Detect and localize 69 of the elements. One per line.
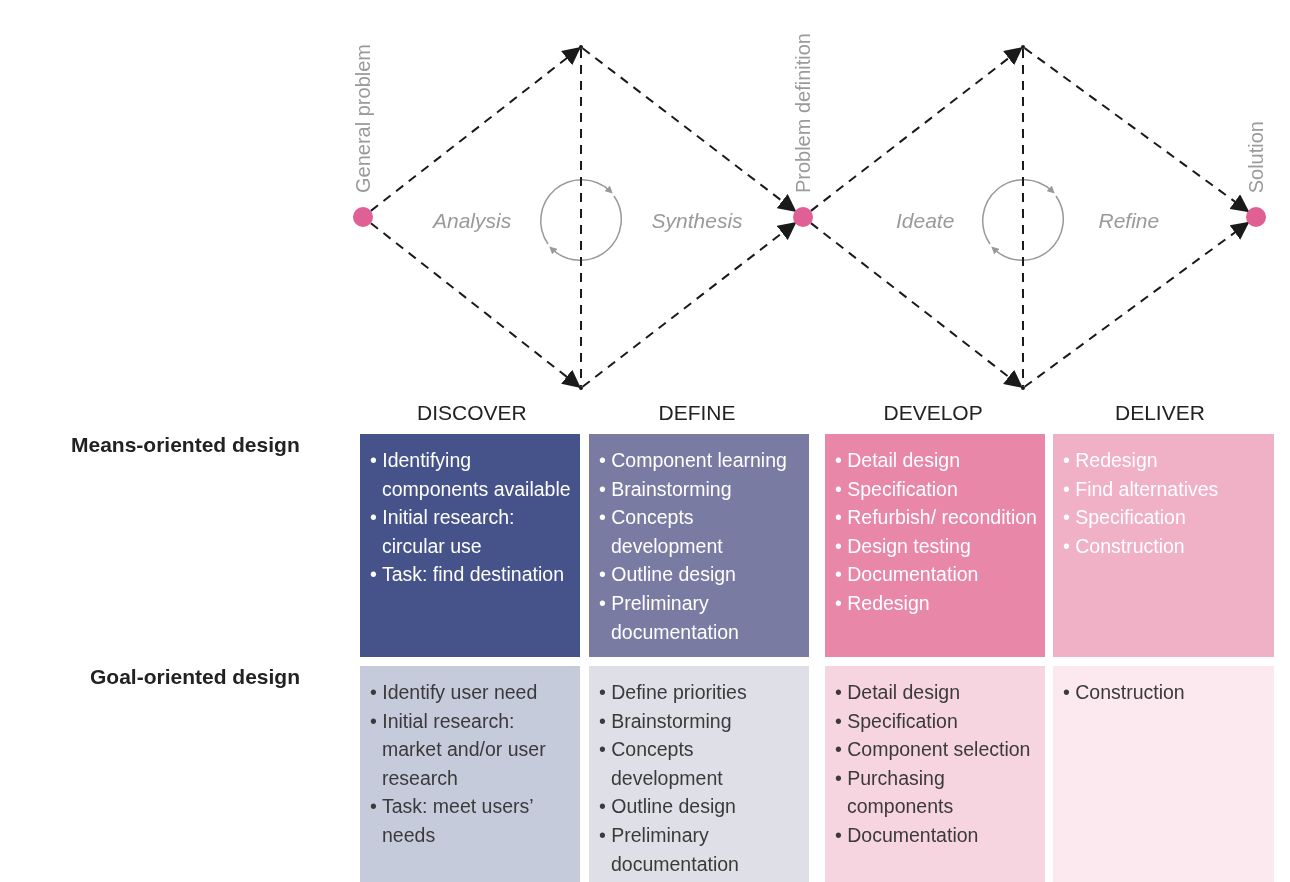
activity-panel xyxy=(360,666,580,882)
list-item: • Outline design xyxy=(599,562,737,588)
activity-panel xyxy=(825,666,1045,882)
stage-label: Solution xyxy=(1244,121,1268,194)
connector-line xyxy=(1022,48,1024,387)
list-item: • Concepts development xyxy=(599,505,724,559)
phase-label: Refine xyxy=(1098,209,1160,233)
phase-label: Synthesis xyxy=(651,209,743,233)
list-item: • Identifying components available xyxy=(370,448,572,502)
arrow xyxy=(581,47,797,212)
arrow xyxy=(369,47,581,212)
list-item: • Identify user need xyxy=(370,680,539,705)
stage-label: General problem xyxy=(351,44,375,193)
dot-marker xyxy=(353,207,373,227)
list-item: • Define priorities xyxy=(599,680,748,705)
connector-line xyxy=(580,48,582,387)
column-header: DISCOVER xyxy=(417,401,527,425)
dot-marker xyxy=(1246,207,1266,227)
column-header: DELIVER xyxy=(1115,401,1205,425)
list-item: • Design testing xyxy=(835,533,972,559)
list-item: • Construction xyxy=(1063,533,1186,559)
list-item: • Construction xyxy=(1063,680,1186,705)
list-item: • Initial research: market and/or user research xyxy=(370,708,547,791)
activity-panel xyxy=(1053,434,1274,657)
list-item: • Component selection xyxy=(835,737,1032,763)
list-item: • Preliminary documentation xyxy=(599,590,740,645)
list-item: • Documentation xyxy=(835,822,980,848)
junction-point xyxy=(579,386,583,390)
column-header: DEVELOP xyxy=(883,401,983,425)
list-item: • Task: find destination xyxy=(370,562,565,588)
list-item: • Specification xyxy=(1063,505,1187,531)
arrow xyxy=(581,222,797,388)
list-item: • Detail design xyxy=(835,448,961,473)
list-item: • Brainstorming xyxy=(599,476,733,502)
list-item: • Find alternatives xyxy=(1063,476,1220,502)
list-item: • Concepts development xyxy=(599,737,724,791)
phase-label: Analysis xyxy=(433,209,512,233)
list-item: • Refurbish/ recondition xyxy=(835,505,1038,531)
junction-point xyxy=(1021,386,1025,390)
activity-panel xyxy=(360,434,580,657)
list-item: • Detail design xyxy=(835,680,961,705)
activity-panel xyxy=(825,434,1045,657)
list-item: • Component learning xyxy=(599,448,788,473)
stage-label: Problem definition xyxy=(791,33,815,194)
row-header: Goal-oriented design xyxy=(90,665,301,689)
dot-marker xyxy=(793,207,813,227)
list-item: • Redesign xyxy=(835,590,931,616)
list-item: • Specification xyxy=(835,476,959,502)
list-item: • Task: meet users’ needs xyxy=(370,794,534,848)
phase-label: Ideate xyxy=(896,209,955,233)
arrow xyxy=(369,222,581,388)
list-item: • Documentation xyxy=(835,562,980,588)
list-item: • Specification xyxy=(835,708,959,734)
activity-panel xyxy=(589,434,809,657)
arrow xyxy=(1023,221,1250,388)
activity-panel xyxy=(589,666,809,882)
list-item: • Redesign xyxy=(1063,448,1159,473)
arrow xyxy=(809,47,1023,212)
list-item: • Preliminary documentation xyxy=(599,822,740,877)
arrow xyxy=(1023,47,1250,213)
row-header: Means-oriented design xyxy=(71,433,300,457)
list-item: • Outline design xyxy=(599,794,737,820)
arrow xyxy=(809,222,1023,388)
column-header: DEFINE xyxy=(658,401,736,425)
list-item: • Initial research: circular use xyxy=(370,505,516,559)
junction-point xyxy=(579,45,583,49)
junction-point xyxy=(1021,45,1025,49)
list-item: • Purchasing components xyxy=(835,765,955,820)
list-item: • Brainstorming xyxy=(599,708,733,734)
